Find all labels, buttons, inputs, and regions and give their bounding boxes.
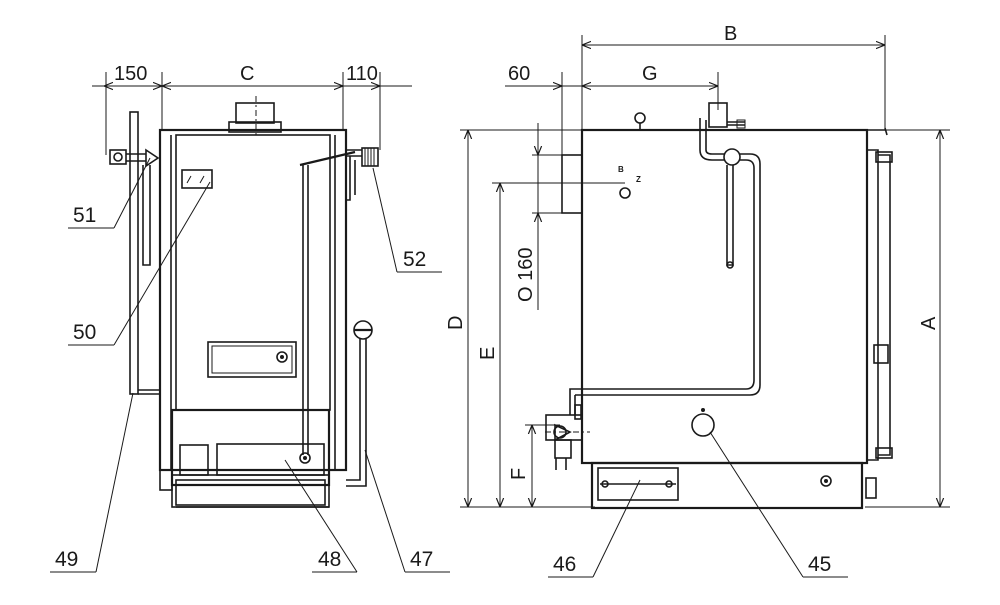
dim-diameter-160: O 160	[515, 248, 537, 302]
callout-48: 48	[318, 548, 341, 571]
dim-d: D	[445, 316, 467, 330]
dim-150: 150	[114, 63, 147, 85]
dim-e: E	[477, 347, 499, 360]
b-mark: B	[618, 165, 624, 174]
side-callouts	[548, 431, 848, 578]
z-mark: Z	[636, 175, 641, 184]
dim-b: B	[724, 23, 737, 45]
front-top-dimensions	[92, 72, 412, 155]
dim-f: F	[508, 468, 530, 480]
callout-50: 50	[73, 321, 96, 344]
callout-labels: 51 50 49 48 47 52 46 45	[55, 204, 831, 576]
callout-45: 45	[808, 553, 831, 576]
front-view	[92, 72, 412, 508]
callout-51: 51	[73, 204, 96, 227]
dim-110: 110	[346, 63, 378, 85]
callout-49: 49	[55, 548, 78, 571]
dim-c: C	[240, 63, 254, 85]
callout-52: 52	[403, 248, 426, 271]
callout-46: 46	[553, 553, 576, 576]
front-callouts	[50, 157, 450, 573]
dim-g: G	[642, 63, 658, 85]
dim-60: 60	[508, 63, 530, 85]
side-view: B Z	[460, 35, 950, 510]
dim-a: A	[918, 316, 940, 330]
callout-47: 47	[410, 548, 433, 571]
dimension-labels: 150 C 110 B 60 G D E O 160 F A	[114, 23, 940, 480]
